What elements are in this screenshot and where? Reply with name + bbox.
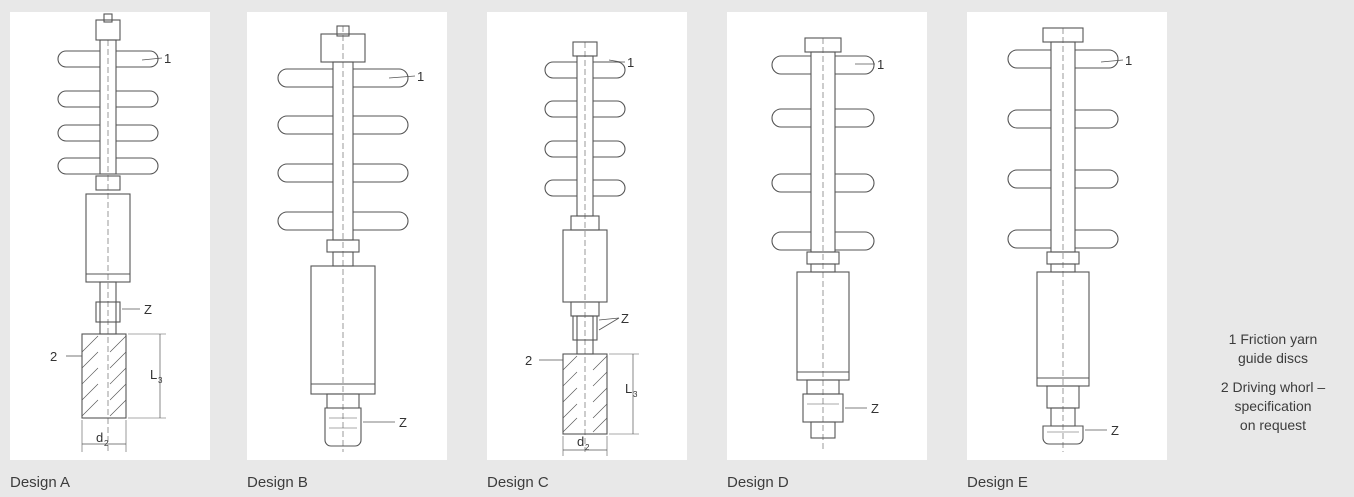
friction-disc (277, 211, 409, 231)
friction-disc (1007, 109, 1119, 129)
clutch-z (324, 407, 362, 447)
friction-disc (277, 163, 409, 183)
label-disc: 1 (877, 57, 884, 72)
label-l3: L (150, 367, 157, 382)
clutch-z (1042, 425, 1084, 445)
clutch-z (572, 315, 598, 341)
friction-disc (544, 179, 626, 197)
legend-item-2-line-3: on request (1239, 417, 1307, 433)
friction-disc (544, 140, 626, 158)
legend-item-2-line-2: specification (1234, 398, 1312, 414)
label-d2-sub: 2 (585, 443, 590, 452)
design-c-labels: 1 Z 2 L 3 d 2 (525, 55, 638, 452)
friction-disc (1007, 49, 1119, 69)
legend-item-1: 1 Friction yarn guide discs (1198, 330, 1348, 368)
design-d-drawing (771, 37, 875, 452)
label-l3-sub: 3 (633, 390, 638, 399)
whorl-hatching (562, 355, 608, 433)
friction-disc (277, 115, 409, 135)
collar (95, 175, 121, 191)
friction-disc (544, 100, 626, 118)
friction-discs (544, 61, 626, 197)
friction-disc (771, 173, 875, 193)
caption-design-b: Design B (247, 474, 308, 491)
design-c-drawing (539, 41, 639, 456)
friction-disc (1007, 229, 1119, 249)
label-d2-sub: 2 (104, 439, 109, 448)
legend-item-2: 2 Driving whorl – specification on reque… (1198, 378, 1348, 435)
label-disc: 1 (627, 55, 634, 70)
label-z: Z (399, 415, 407, 430)
driving-whorl (562, 353, 608, 435)
caption-design-a: Design A (10, 474, 71, 491)
design-a-labels: 1 Z 2 L 3 d 2 (50, 51, 171, 448)
caption-design-c: Design C (487, 474, 549, 491)
spindle-nut (103, 13, 113, 23)
design-a-drawing (57, 13, 166, 452)
friction-disc (771, 231, 875, 251)
label-z: Z (871, 401, 879, 416)
label-whorl: 2 (50, 349, 57, 364)
design-b-panel: 1 Z (247, 12, 447, 460)
legend-item-1-line-1: 1 Friction yarn (1228, 331, 1318, 347)
friction-disc (277, 68, 409, 88)
friction-discs (57, 50, 159, 175)
friction-disc (1007, 169, 1119, 189)
friction-disc (57, 157, 159, 175)
design-b-drawing (277, 25, 416, 452)
label-l3-sub: 3 (158, 376, 163, 385)
label-d2: d (96, 430, 103, 445)
friction-discs (1007, 49, 1119, 249)
label-disc: 1 (1125, 53, 1132, 68)
friction-disc (57, 90, 159, 108)
design-a-panel: 1 Z 2 L 3 d 2 (10, 12, 210, 460)
friction-disc (771, 55, 875, 75)
caption-design-d: Design D (727, 474, 789, 491)
label-disc: 1 (164, 51, 171, 66)
friction-disc (57, 124, 159, 142)
friction-disc (544, 61, 626, 79)
design-e-drawing (1007, 27, 1124, 452)
driving-whorl (81, 333, 127, 419)
friction-disc (771, 108, 875, 128)
legend-item-2-line-1: 2 Driving whorl – (1220, 379, 1326, 395)
caption-design-e: Design E (967, 474, 1028, 491)
whorl-hatching (81, 335, 127, 417)
label-z: Z (1111, 423, 1119, 438)
friction-discs (277, 68, 409, 231)
clutch-z (95, 301, 121, 323)
design-e-labels: 1 Z (1111, 53, 1132, 438)
legend: 1 Friction yarn guide discs 2 Driving wh… (1198, 330, 1348, 445)
label-l3: L (625, 381, 632, 396)
label-d2: d (577, 434, 584, 449)
design-b-labels: 1 Z (399, 69, 424, 430)
design-d-panel: 1 Z (727, 12, 927, 460)
friction-disc (57, 50, 159, 68)
friction-discs (771, 55, 875, 251)
design-d-labels: 1 Z (871, 57, 884, 416)
design-e-panel: 1 Z (967, 12, 1167, 460)
label-z: Z (144, 302, 152, 317)
label-whorl: 2 (525, 353, 532, 368)
design-c-panel: 1 Z 2 L 3 d 2 (487, 12, 687, 460)
label-disc: 1 (417, 69, 424, 84)
legend-item-1-line-2: guide discs (1237, 350, 1309, 366)
label-z: Z (621, 311, 629, 326)
